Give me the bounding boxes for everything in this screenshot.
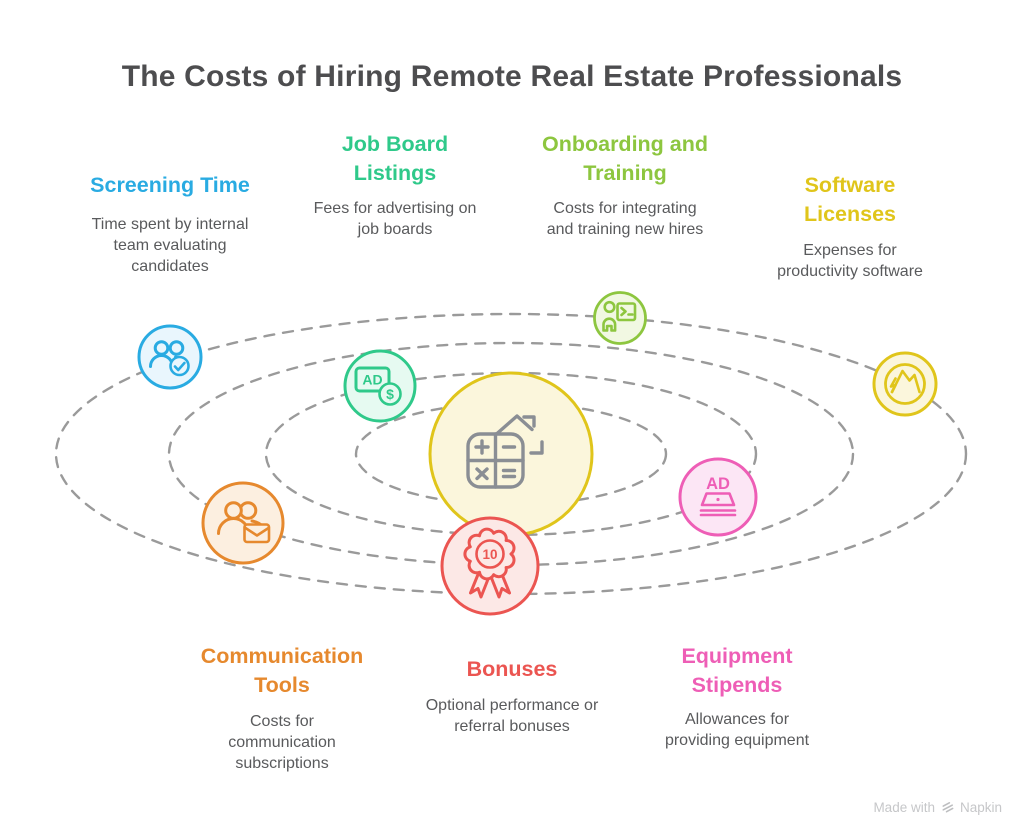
ad-dollar-icon: AD $ (343, 349, 417, 423)
onboarding-and-training-label-block: Onboarding and Training (505, 130, 745, 187)
equipment-stipends-label: Equipment Stipends (681, 644, 793, 697)
communication-tools-label: Communication Tools (200, 644, 364, 697)
equipment-stipends-label-block: Equipment Stipends (617, 642, 857, 699)
bonuses-label-block: Bonuses (392, 655, 632, 684)
laptop-ad-icon: AD (678, 457, 758, 537)
job-board-listings-label: Job Board Listings (341, 132, 449, 185)
communication-tools-description: Costs for communication subscriptions (228, 713, 336, 772)
onboarding-and-training-description: Costs for integrating and training new h… (546, 200, 704, 238)
bonuses-description: Optional performance or referral bonuses (425, 697, 599, 735)
central-cost-node (427, 370, 595, 538)
award-ribbon-icon: 10 (440, 516, 540, 616)
made-with-napkin-watermark: Made with Napkin (873, 800, 1002, 815)
badge-number: 10 (482, 547, 497, 562)
people-envelope-icon (201, 481, 285, 565)
software-licenses-label-block: Software Licenses (730, 171, 970, 228)
software-logo-icon (872, 351, 938, 417)
onboarding-and-training-node (593, 291, 647, 345)
bonuses-node: 10 (440, 516, 540, 616)
screening-time-description: Time spent by internal team evaluating c… (91, 216, 249, 275)
equipment-stipends-description: Allowances for providing equipment (664, 711, 810, 749)
napkin-logo-icon (942, 802, 954, 813)
ad-text: AD (362, 372, 382, 388)
communication-tools-node (201, 481, 285, 565)
job-board-listings-node: AD $ (343, 349, 417, 423)
screening-time-label-block: Screening Time (50, 171, 290, 200)
equipment-stipends-node: AD (678, 457, 758, 537)
screening-time-node (137, 324, 203, 390)
software-licenses-node (872, 351, 938, 417)
communication-tools-label-block: Communication Tools (162, 642, 402, 699)
page-title: The Costs of Hiring Remote Real Estate P… (121, 60, 903, 93)
watermark-brand: Napkin (959, 800, 1002, 815)
onboarding-and-training-label: Onboarding and Training (541, 132, 709, 185)
bonuses-label: Bonuses (466, 657, 558, 681)
software-licenses-description: Expenses for productivity software (777, 242, 923, 280)
dollar-symbol: $ (386, 386, 394, 402)
trainer-presentation-icon (593, 291, 647, 345)
screening-time-label: Screening Time (90, 173, 250, 197)
job-board-listings-label-block: Job Board Listings (275, 130, 515, 187)
job-board-listings-description: Fees for advertising on job boards (313, 200, 477, 238)
people-check-icon (137, 324, 203, 390)
watermark-prefix: Made with (873, 800, 935, 815)
house-calculator-icon (428, 371, 594, 537)
software-licenses-label: Software Licenses (803, 173, 897, 226)
ad-text: AD (706, 475, 730, 493)
